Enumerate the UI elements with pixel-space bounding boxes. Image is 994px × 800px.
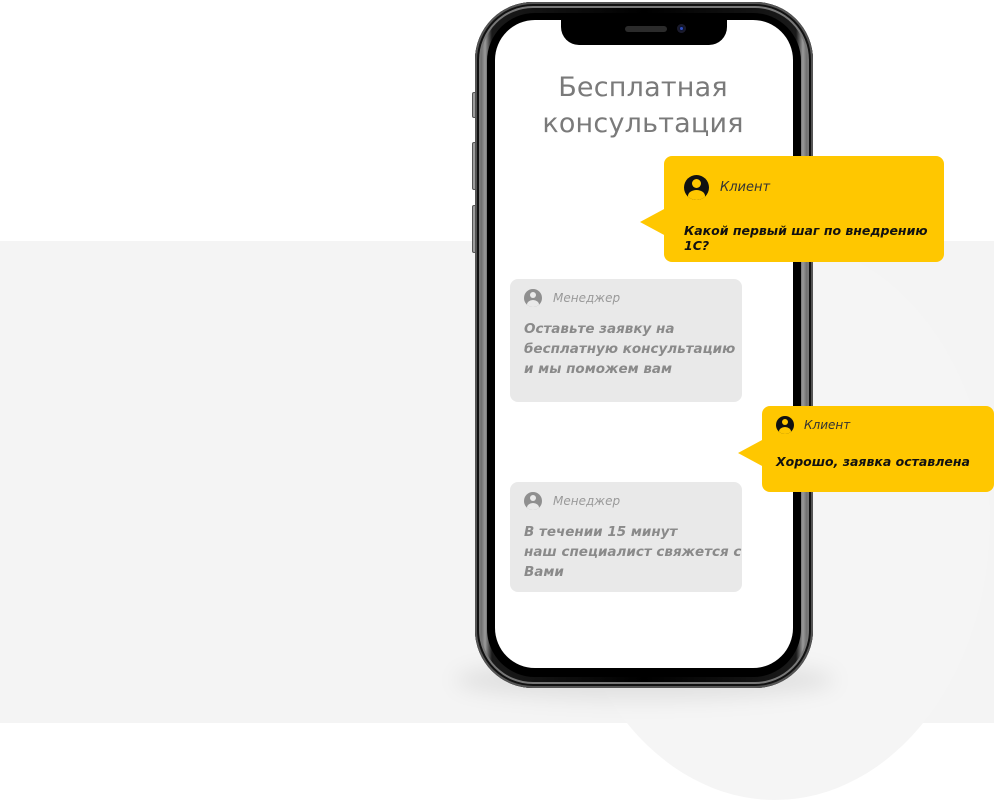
message-text: Хорошо, заявка оставлена [776, 454, 970, 469]
page-title: Бесплатная консультация [495, 70, 791, 142]
message-line: Оставьте заявку на [524, 321, 675, 337]
message-line: Вами [524, 564, 564, 580]
message-line: бесплатную консультацию [524, 341, 736, 357]
chat-message-manager: Менеджер В течении 15 минут наш специали… [510, 482, 742, 592]
message-author: Клиент [804, 418, 851, 432]
message-line: и мы поможем вам [524, 361, 673, 377]
phone-notch [561, 15, 727, 45]
message-author: Менеджер [553, 291, 621, 305]
message-header: Клиент [684, 175, 770, 200]
chat-message-manager: Менеджер Оставьте заявку на бесплатную к… [510, 279, 742, 402]
speaker-grille [625, 26, 667, 32]
user-circle-icon [776, 416, 794, 434]
message-text: Оставьте заявку на бесплатную консультац… [524, 319, 735, 379]
chat-message-client: Клиент Хорошо, заявка оставлена [738, 406, 994, 492]
front-camera-icon [677, 24, 686, 33]
message-header: Менеджер [524, 492, 620, 510]
message-header: Клиент [776, 416, 850, 434]
title-line-2: консультация [542, 108, 744, 139]
message-line: наш специалист свяжется с [524, 544, 742, 560]
message-author: Клиент [720, 180, 771, 195]
message-text: Какой первый шаг по внедрению 1С? [684, 223, 928, 253]
message-line: В течении 15 минут [524, 524, 678, 540]
title-line-1: Бесплатная [558, 72, 728, 103]
user-circle-icon [524, 492, 542, 510]
user-circle-icon [684, 175, 709, 200]
bubble-tail [738, 439, 764, 467]
bubble-tail [640, 208, 666, 236]
message-author: Менеджер [553, 494, 621, 508]
message-text: В течении 15 минут наш специалист свяжет… [524, 522, 741, 582]
message-header: Менеджер [524, 289, 620, 307]
chat-message-client: Клиент Какой первый шаг по внедрению 1С? [640, 156, 944, 262]
user-circle-icon [524, 289, 542, 307]
